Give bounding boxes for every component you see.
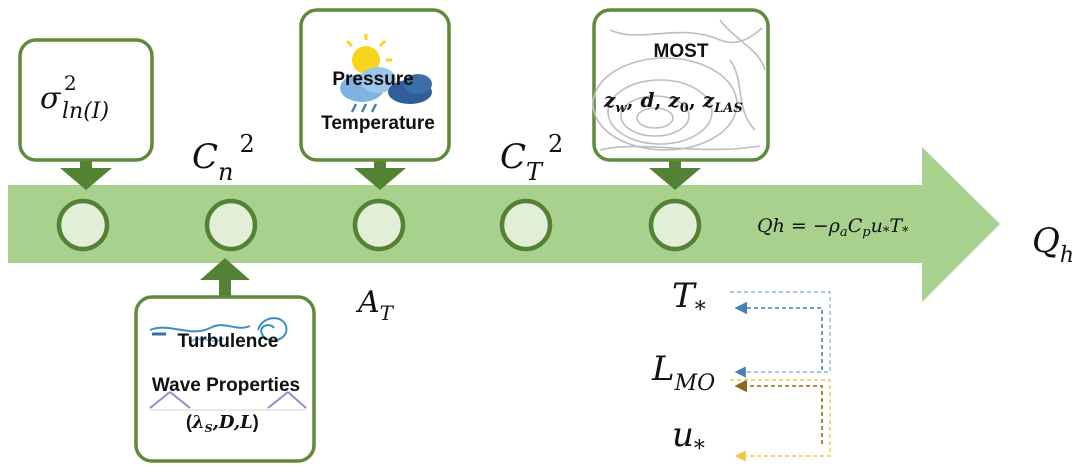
meteo-box: Pressure Temperature	[299, 8, 451, 162]
t-star-label: T*	[672, 276, 706, 323]
weather-cloud-sun-icon	[340, 34, 432, 113]
most-title: MOST	[654, 41, 709, 62]
l-mo-label: LMO	[651, 349, 715, 396]
wave-properties-label: Wave Properties	[152, 375, 300, 396]
connector-scintillation	[60, 160, 112, 190]
iteration-loop-brown	[734, 379, 823, 444]
turbulence-label: Turbulence	[178, 331, 279, 352]
wave-parameters: (λS,D,L)	[186, 412, 259, 435]
turbulence-box: Turbulence Wave Properties (λS,D,L)	[134, 295, 316, 463]
node-cn2	[204, 198, 258, 252]
iteration-loop-yellow	[730, 379, 831, 462]
cn2-label: Cn2	[192, 130, 255, 186]
node-ct2	[499, 198, 553, 252]
most-variables: zw, d, z0, zLAS	[603, 88, 743, 116]
sigma-symbol: σ	[40, 81, 62, 116]
ct2-label: CT2	[500, 130, 563, 186]
node-meteo	[352, 198, 406, 252]
scintillation-box: σ 2 ln(I)	[18, 38, 154, 162]
sigma-superscript: 2	[64, 71, 77, 95]
u-star-label: u*	[672, 415, 705, 462]
node-most	[648, 198, 702, 252]
sigma-subscript: ln(I)	[62, 99, 109, 124]
contour-lines-icon	[592, 19, 766, 151]
turbulence-swirl-icon	[149, 317, 307, 411]
connector-most	[649, 160, 701, 190]
qh-output-label: Qh	[1032, 221, 1074, 268]
heat-flux-formula: Qh = −ρaCpu*T*	[757, 215, 909, 240]
iteration-loop-blue	[730, 291, 831, 378]
at-label: AT	[355, 285, 395, 325]
connector-meteo	[354, 160, 406, 190]
connector-turbulence	[200, 258, 250, 297]
node-scintillation	[56, 198, 110, 252]
pressure-label: Pressure	[332, 69, 413, 90]
most-box: MOST zw, d, z0, zLAS	[592, 8, 770, 162]
temperature-label: Temperature	[321, 113, 435, 134]
